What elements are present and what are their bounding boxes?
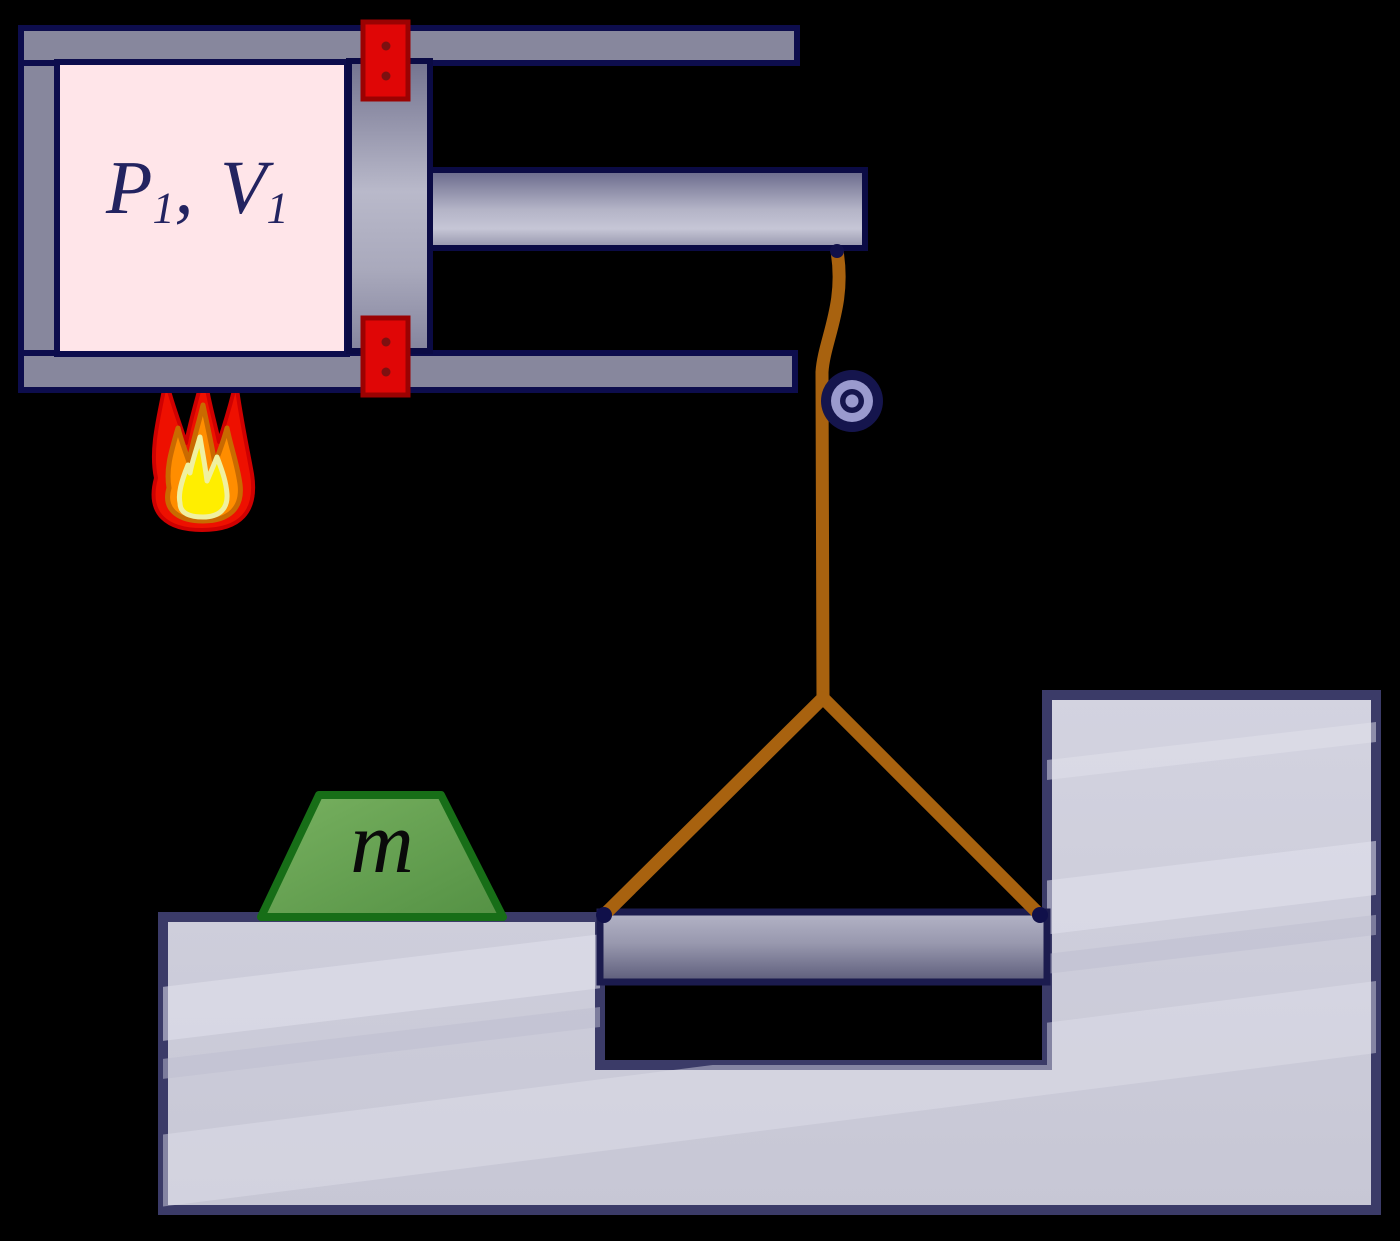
piston-cylinder-assembly (18, 19, 868, 398)
rope-anchor-bar-right (1032, 907, 1048, 923)
flame-inner-yellow (176, 434, 230, 520)
clamp-rivet (381, 337, 391, 347)
piston-plate (346, 58, 433, 354)
gas-chamber (54, 59, 350, 357)
piston-rod (427, 167, 868, 251)
rope-right-leg (816, 691, 1047, 922)
clamp-rivet (381, 71, 391, 81)
flame-icon (151, 370, 256, 532)
mass-block (257, 791, 507, 921)
rope-left-leg (597, 691, 830, 922)
hanging-bar (596, 908, 1051, 986)
clamp-rivet (381, 41, 391, 51)
clamp-rivet (381, 367, 391, 377)
rope-anchor-rod (830, 244, 844, 258)
pulley (821, 370, 883, 432)
clamp-pin-bottom (360, 315, 411, 398)
rope (597, 249, 1047, 922)
rope-anchor-bar-left (596, 907, 612, 923)
clamp-pin-top (360, 19, 411, 102)
rope-from-rod-over-pulley (815, 249, 846, 701)
